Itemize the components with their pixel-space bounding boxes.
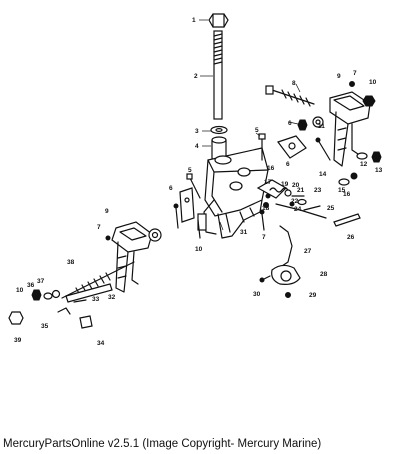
callout-18: 18	[262, 205, 270, 212]
part-28-clamp[interactable]	[271, 264, 301, 285]
part-34-block[interactable]	[79, 315, 93, 329]
callout-10-center: 10	[195, 246, 203, 253]
part-6-nut-right[interactable]	[297, 119, 308, 131]
callout-31: 31	[240, 229, 248, 236]
part-38-long-bolt[interactable]	[61, 261, 135, 299]
callout-2: 2	[194, 73, 198, 80]
callout-24: 24	[294, 206, 302, 213]
callout-32: 32	[108, 294, 116, 301]
callout-34: 34	[97, 340, 105, 347]
callout-39: 39	[14, 337, 22, 344]
part-37-spring[interactable]	[51, 289, 61, 299]
part-12-washer[interactable]	[356, 152, 368, 160]
callout-21: 21	[297, 187, 305, 194]
part-2-shaft[interactable]	[213, 30, 223, 120]
exploded-parts-diagram: 1 2 3 4 5 6 7 8 9 10 11 12 13 14 15 16 1…	[8, 13, 383, 347]
part-9-right-bracket[interactable]	[329, 91, 371, 167]
part-39-nut[interactable]	[8, 311, 24, 325]
callout-7-left: 7	[97, 224, 101, 231]
callout-23: 23	[314, 187, 322, 194]
part-14-pin[interactable]	[315, 137, 331, 161]
callout-37: 37	[37, 278, 45, 285]
copyright-footer: MercuryPartsOnline v2.5.1 (Image Copyrig…	[3, 438, 322, 450]
callout-6-right: 6	[286, 161, 290, 168]
callout-25: 25	[327, 205, 335, 212]
callout-5: 5	[255, 127, 259, 134]
part-5-bolt-top[interactable]	[258, 133, 266, 161]
part-10-nut-left[interactable]	[31, 289, 42, 301]
part-3-washer[interactable]	[210, 125, 228, 135]
part-16-screw-center[interactable]	[265, 193, 271, 199]
leader-lines	[199, 19, 301, 231]
part-11-pivot-right[interactable]	[312, 116, 324, 128]
part-22-pin[interactable]	[289, 201, 295, 207]
part-27-wire[interactable]	[279, 225, 293, 267]
part-35-clip[interactable]	[57, 307, 71, 315]
part-29-nut[interactable]	[285, 292, 291, 298]
part-23-washer[interactable]	[297, 198, 307, 206]
part-5-bolt-left-lower[interactable]	[173, 203, 179, 229]
callout-17: 17	[264, 179, 272, 186]
part-13-nut[interactable]	[371, 151, 382, 163]
callout-12: 12	[360, 161, 368, 168]
part-7-screw-right[interactable]	[349, 81, 355, 87]
callout-9-left: 9	[105, 208, 109, 215]
part-15-washer[interactable]	[338, 178, 350, 186]
callout-15: 15	[338, 187, 346, 194]
callout-35: 35	[41, 323, 49, 330]
callout-10: 10	[369, 79, 377, 86]
part-5-plate-right[interactable]	[277, 135, 307, 159]
part-18-screw[interactable]	[263, 202, 269, 208]
callout-20: 20	[292, 182, 300, 189]
callout-10-left: 10	[16, 287, 24, 294]
part-1-nut[interactable]	[208, 13, 229, 28]
callout-3: 3	[195, 128, 199, 135]
callout-33: 33	[92, 296, 100, 303]
part-24-rod[interactable]	[275, 203, 327, 219]
part-7-bolt-center[interactable]	[259, 209, 265, 231]
callout-16: 16	[343, 191, 351, 198]
callout-36: 36	[27, 282, 35, 289]
callout-14: 14	[319, 171, 327, 178]
part-32-link[interactable]	[65, 283, 113, 303]
part-10-nut-right[interactable]	[362, 95, 376, 107]
callout-6: 6	[288, 120, 292, 127]
callout-30: 30	[253, 291, 261, 298]
part-11-roller-left[interactable]	[148, 228, 162, 242]
callout-27: 27	[304, 248, 312, 255]
part-8-bolt[interactable]	[265, 85, 315, 107]
callout-11: 11	[318, 123, 325, 130]
callout-16-center: 16	[267, 165, 275, 172]
part-10-pin-center[interactable]	[197, 219, 201, 239]
part-36-washer[interactable]	[43, 292, 53, 300]
part-26-plate[interactable]	[333, 213, 361, 227]
callout-19: 19	[281, 181, 289, 188]
callout-4: 4	[195, 143, 199, 150]
callout-7-center: 7	[262, 234, 266, 241]
part-19-spring[interactable]	[269, 187, 289, 193]
callout-29: 29	[309, 292, 317, 299]
part-5-bolt-left[interactable]	[186, 173, 201, 199]
part-9-left-bracket[interactable]	[111, 221, 153, 293]
part-6-plate-left[interactable]	[179, 187, 195, 223]
callout-22: 22	[291, 198, 299, 205]
callout-7: 7	[353, 70, 357, 77]
callout-6-left: 6	[169, 185, 173, 192]
part-31-housing[interactable]	[197, 147, 269, 239]
callout-labels: 1 2 3 4 5 6 7 8 9 10 11 12 13 14 15 16 1…	[14, 17, 383, 347]
callout-9: 9	[337, 73, 341, 80]
part-16-nut[interactable]	[350, 172, 358, 180]
callout-8: 8	[292, 80, 296, 87]
callout-5-left-upper: 5	[188, 167, 192, 174]
callout-1: 1	[192, 17, 196, 24]
callout-26: 26	[347, 234, 355, 241]
part-7-screw-left[interactable]	[105, 235, 111, 241]
part-25-rod[interactable]	[303, 205, 321, 211]
part-33-pin[interactable]	[73, 299, 87, 303]
callout-28: 28	[320, 271, 328, 278]
callout-13: 13	[375, 167, 383, 174]
part-20-clip[interactable]	[284, 189, 292, 197]
part-30-screw[interactable]	[259, 275, 271, 283]
callout-38: 38	[67, 259, 75, 266]
